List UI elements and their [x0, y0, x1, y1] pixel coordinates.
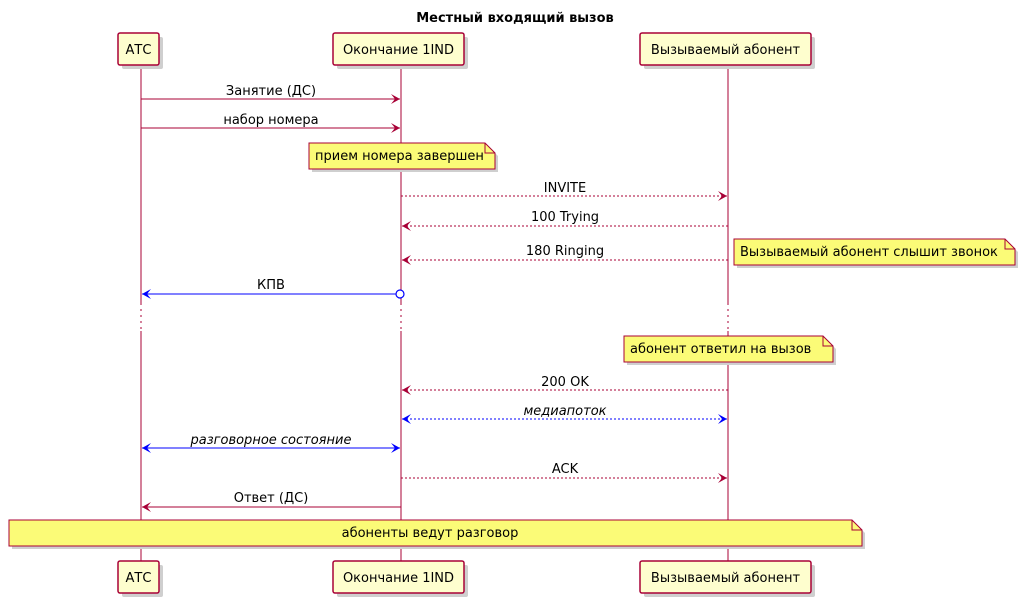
message-ack: ACK [401, 462, 727, 483]
note-text: абонент ответил на вызов [630, 342, 811, 357]
note-conversation: абоненты ведут разговор [8, 519, 865, 549]
message-kpv: КПВ [142, 278, 405, 299]
participant-end-bottom: Окончание 1IND [332, 560, 468, 597]
message-zanyatie: Занятие (ДС) [141, 84, 400, 104]
message-label: набор номера [223, 113, 318, 128]
message-label: Занятие (ДС) [226, 84, 316, 99]
message-origin-circle [395, 289, 405, 299]
participant-label: Окончание 1IND [343, 571, 454, 586]
message-label: разговорное состояние [190, 433, 352, 448]
participant-label: АТС [126, 571, 152, 586]
message-media-stream: медиапоток [402, 404, 727, 424]
message-label: 180 Ringing [526, 244, 604, 259]
message-100-trying: 100 Trying [402, 210, 728, 231]
message-label: КПВ [257, 278, 285, 293]
participant-sub-bottom: Вызываемый абонент [639, 560, 815, 597]
participant-label: Вызываемый абонент [651, 43, 801, 58]
note-text: Вызываемый абонент слышит звонок [740, 245, 998, 260]
message-label: 200 OK [541, 375, 589, 390]
participant-atc-bottom: АТС [117, 560, 163, 597]
message-label: Ответ (ДС) [234, 491, 309, 506]
note-number-received: прием номера завершен [308, 142, 498, 172]
lifelines [140, 68, 729, 561]
note-subscriber-answered: абонент ответил на вызов [623, 335, 836, 365]
participant-label: АТС [126, 43, 152, 58]
note-text: прием номера завершен [315, 149, 484, 164]
participant-label: Окончание 1IND [343, 43, 454, 58]
message-invite: INVITE [401, 181, 727, 201]
participant-end-top: Окончание 1IND [332, 32, 468, 69]
participant-label: Вызываемый абонент [651, 571, 801, 586]
message-conversation-state: разговорное состояние [142, 433, 400, 453]
message-200-ok: 200 OK [402, 375, 728, 395]
message-label: медиапоток [523, 404, 606, 419]
message-label: ACK [552, 462, 579, 477]
message-label: INVITE [544, 181, 586, 196]
participant-atc-top: АТС [117, 32, 163, 69]
message-nabor-nomera: набор номера [141, 113, 400, 133]
message-label: 100 Trying [531, 210, 599, 225]
diagram-title: Местный входящий вызов [416, 11, 614, 26]
note-text: абоненты ведут разговор [342, 526, 519, 541]
note-subscriber-hears-ring: Вызываемый абонент слышит звонок [733, 238, 1018, 268]
participant-sub-top: Вызываемый абонент [639, 32, 815, 69]
message-answer: Ответ (ДС) [142, 491, 401, 512]
message-180-ringing: 180 Ringing [402, 244, 728, 265]
